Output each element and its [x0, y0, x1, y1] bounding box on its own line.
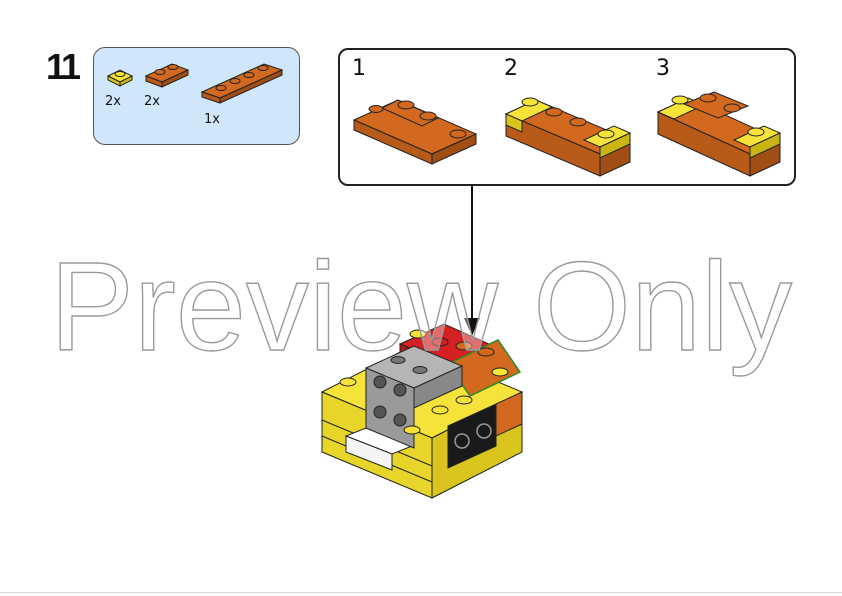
parts-illustration — [106, 63, 284, 104]
main-model — [320, 323, 524, 499]
yellow-1x1-plate — [106, 69, 134, 87]
step-number: 11 — [46, 46, 81, 87]
orange-1x2-plate — [144, 63, 190, 88]
sub-step-number: 2 — [504, 56, 518, 81]
part-quantity: 2x — [144, 94, 160, 109]
sub-step-number: 1 — [352, 56, 366, 81]
parts-list-box: 2x 2x 1x — [93, 47, 300, 145]
preview-watermark: Preview Only — [50, 236, 792, 377]
sub-step-1-bricks — [352, 99, 478, 165]
sub-step-number: 3 — [656, 56, 670, 81]
page-divider — [0, 592, 842, 593]
part-quantity: 2x — [105, 94, 121, 109]
part-quantity: 1x — [204, 112, 220, 127]
sub-step-3-bricks — [656, 91, 782, 177]
sub-assembly-illustration — [352, 91, 782, 177]
sub-assembly-box: 1 2 3 — [338, 48, 796, 186]
orange-1x4-plate — [200, 63, 284, 104]
arrow-head-icon — [464, 318, 480, 336]
sub-step-2-bricks — [504, 97, 632, 177]
